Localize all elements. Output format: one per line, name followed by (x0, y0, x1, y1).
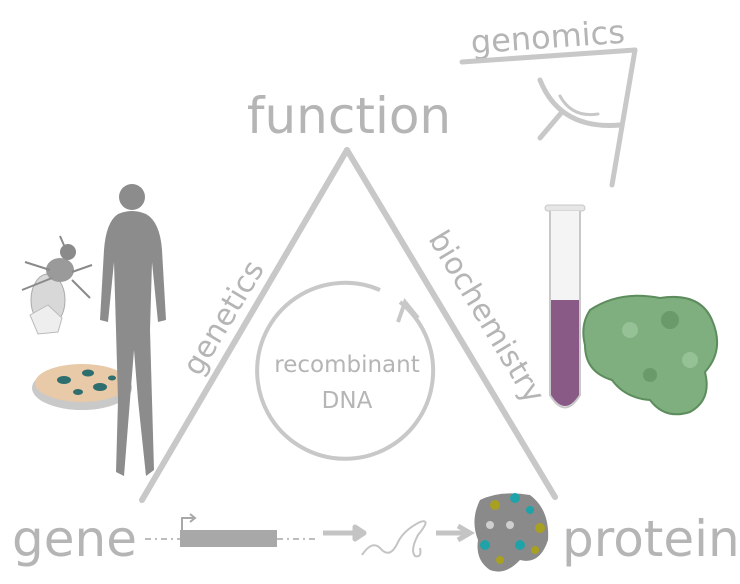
protein-structure-colored-icon (474, 493, 549, 572)
petri-dish-icon (32, 364, 132, 410)
promoter-arrow-icon (181, 513, 197, 530)
gene-box (180, 530, 277, 547)
recombinant-label: recombinant (274, 352, 419, 378)
protein-label: protein (562, 510, 740, 568)
triangle-left-edge (139, 147, 350, 503)
dna-label: DNA (322, 388, 373, 414)
genomics-eye-icon: genomics (459, 13, 638, 188)
arrow-to-protein-icon (436, 523, 475, 543)
fruit-fly-icon (21, 235, 93, 335)
protein-structure-green-icon (582, 294, 719, 416)
arrow-to-mrna-icon (323, 524, 367, 542)
recombinant-dna-cycle: recombinant DNA (255, 280, 436, 461)
cycle-circle (255, 280, 436, 461)
mrna-strand-icon (361, 520, 427, 558)
function-label: function (247, 87, 451, 145)
human-silhouette-icon (100, 184, 166, 476)
cycle-arrowhead-icon (396, 297, 420, 323)
triangle-right-edge (344, 147, 558, 500)
test-tube-icon (544, 204, 586, 409)
gene-expression-pathway (145, 493, 549, 572)
gene-label: gene (12, 510, 137, 568)
